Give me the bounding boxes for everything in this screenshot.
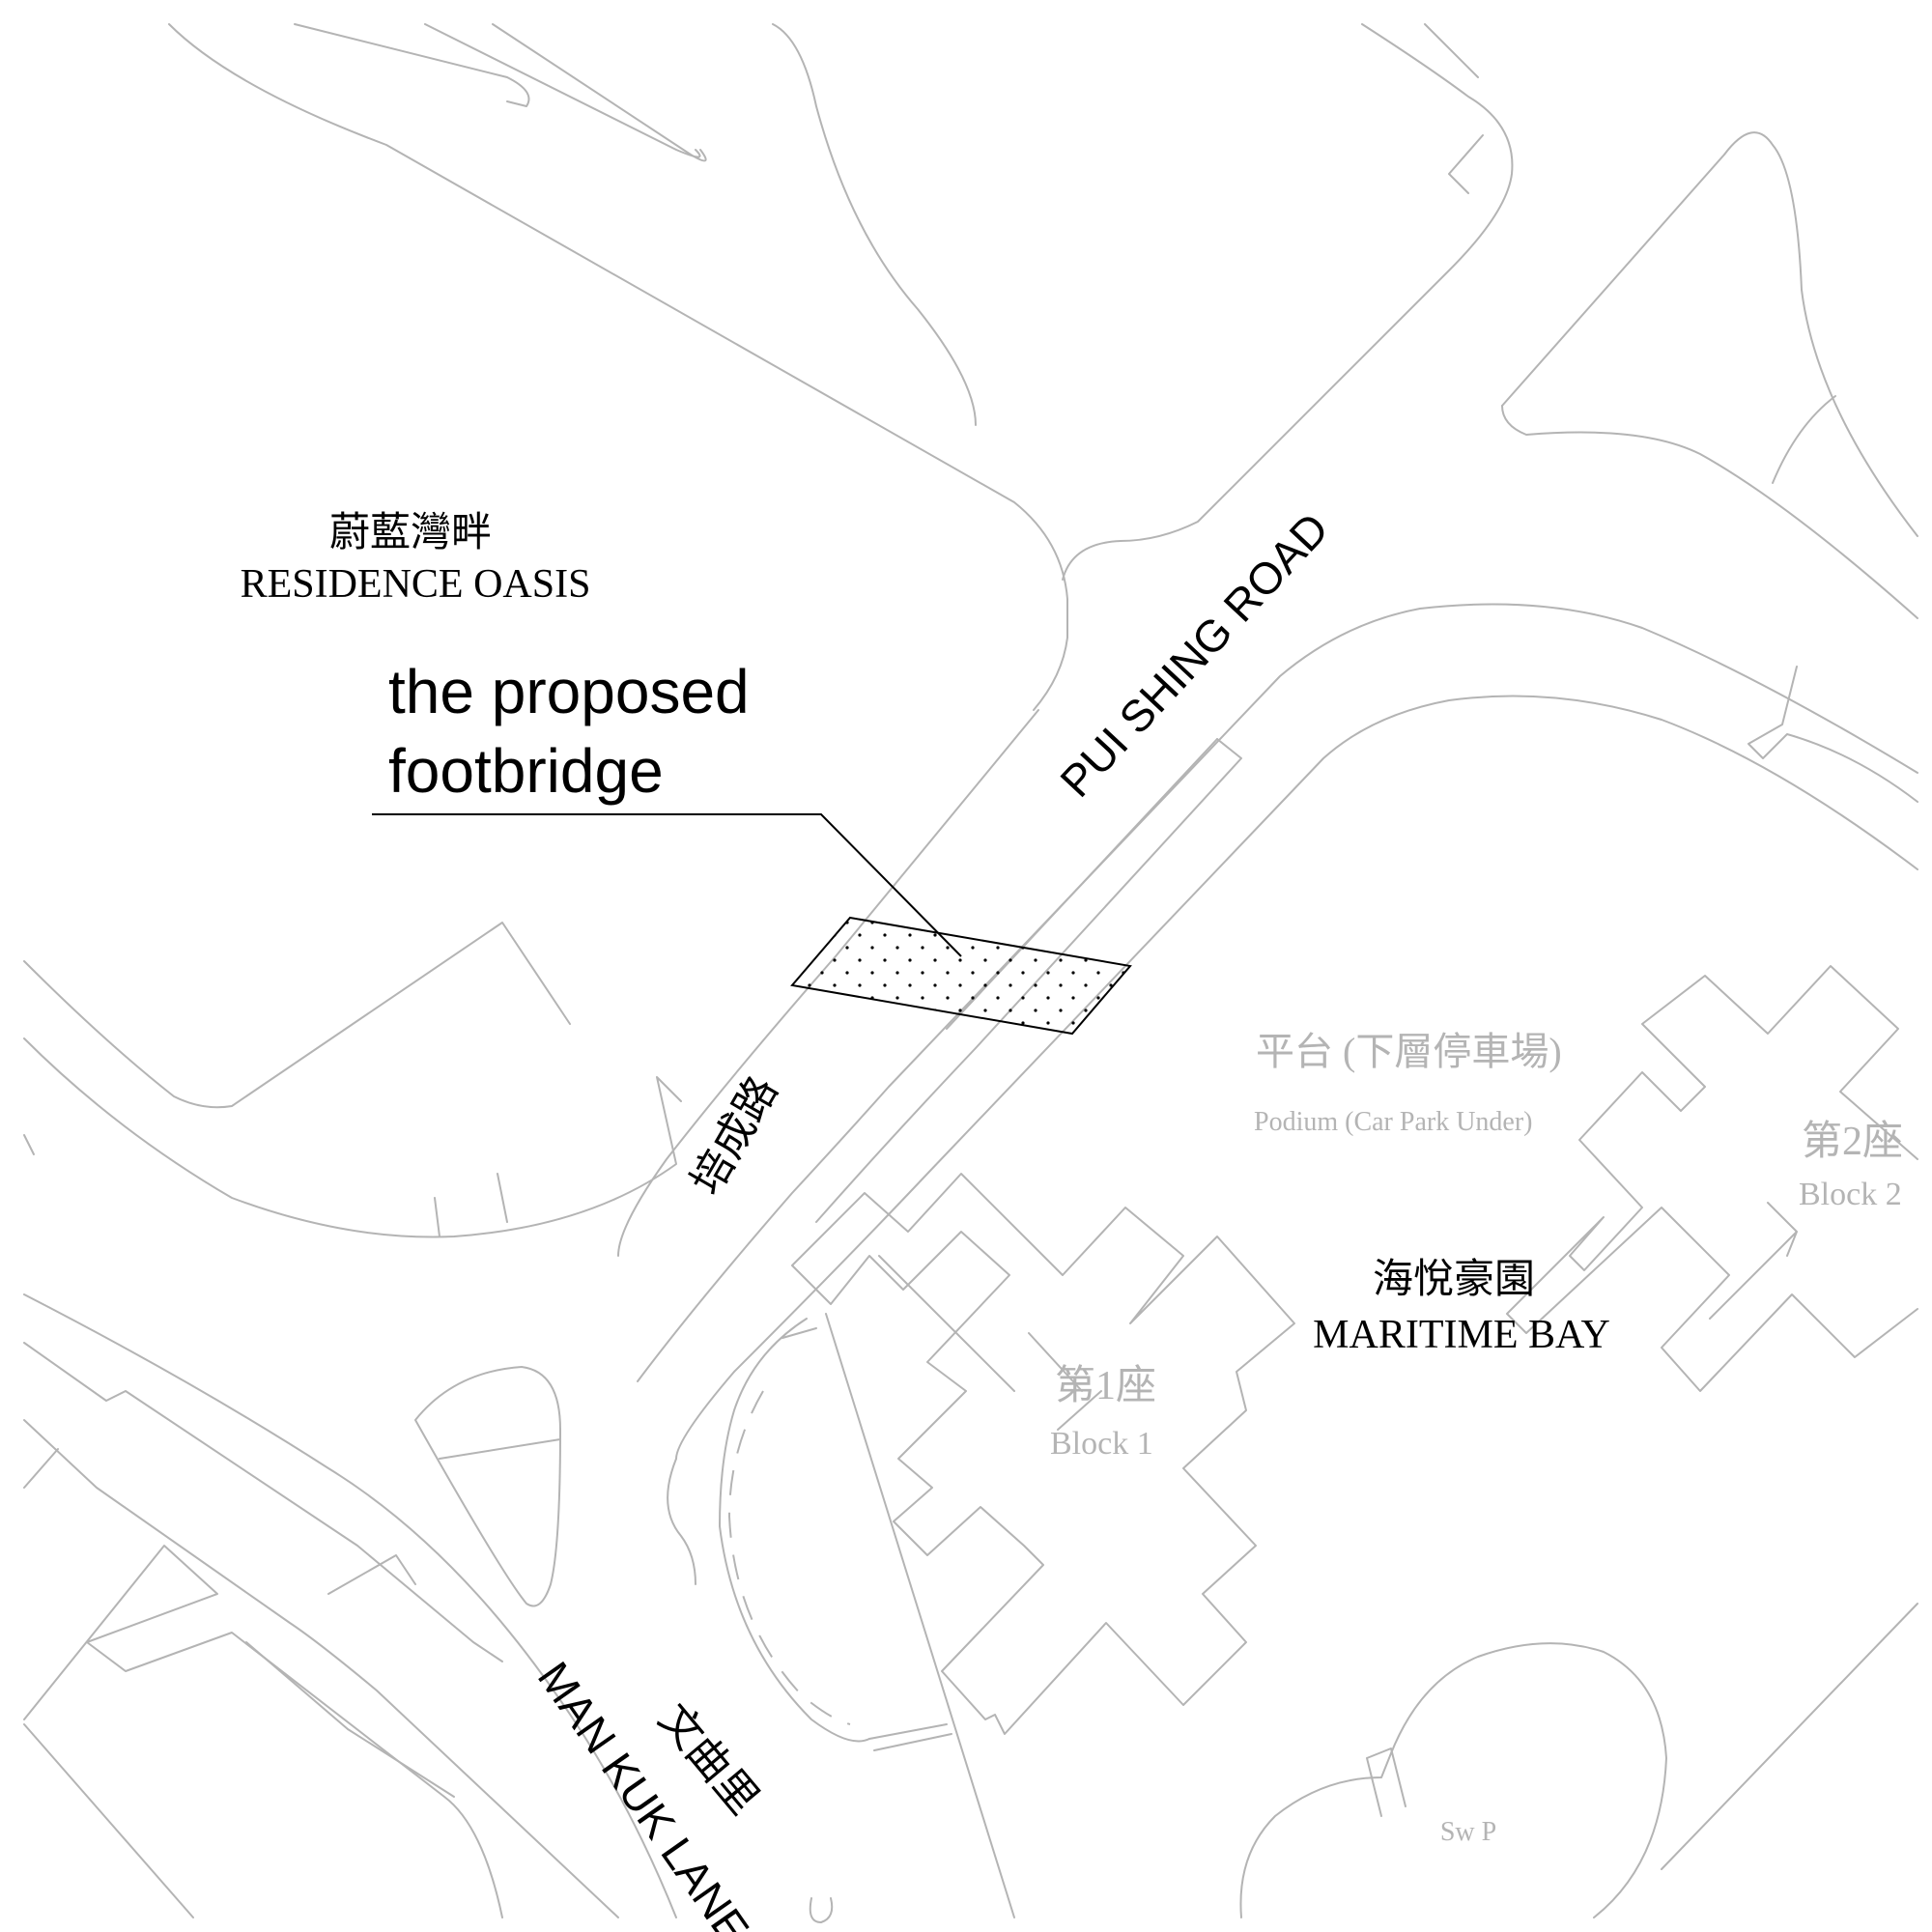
road-edge: [868, 1723, 952, 1751]
road-edge: [23, 1134, 35, 1155]
road-edge: [637, 603, 1918, 1382]
road-edge: [1661, 1603, 1918, 1870]
road-edge: [617, 709, 1039, 1257]
block-2-en-label: Block 2: [1799, 1177, 1902, 1212]
road-edge: [667, 1458, 696, 1585]
road-edge: [23, 1419, 619, 1918]
block-2-outline: [1506, 965, 1918, 1392]
road-edge: [168, 23, 1068, 711]
road-edge: [294, 23, 530, 107]
maritime-bay-en-label: MARITIME BAY: [1313, 1313, 1610, 1357]
leader-line: [372, 813, 962, 957]
road-edge: [1501, 405, 1918, 619]
podium-en-label: Podium (Car Park Under): [1254, 1107, 1533, 1137]
block-1-outline: [791, 1173, 1295, 1735]
road-edge: [23, 1723, 194, 1918]
maritime-bay-zh-label: 海悅豪園: [1373, 1258, 1535, 1302]
pui-shing-road-zh-label: 培成路: [682, 1068, 786, 1203]
road-edge: [825, 1313, 1015, 1918]
dashed-walkway: [727, 1390, 851, 1725]
road-edge: [23, 922, 571, 1109]
road-edge: [815, 738, 1242, 1223]
block-1-annex: [878, 1255, 1102, 1431]
road-edge: [772, 23, 977, 426]
proposed-footbridge[interactable]: [790, 916, 1132, 1036]
road-edge: [809, 1897, 834, 1923]
road-edge: [675, 695, 1918, 1460]
block-2-annex: [1709, 1202, 1798, 1320]
proposed-footbridge-label-line1: the proposed: [388, 657, 750, 726]
road-edge: [781, 1327, 817, 1339]
swimming-pool-outline: [1239, 1642, 1667, 1918]
road-edge: [492, 23, 707, 162]
road-edge: [23, 1342, 503, 1662]
traffic-island: [414, 1366, 561, 1607]
road-edge: [1747, 666, 1918, 803]
block-2-zh-label: 第2座: [1802, 1119, 1903, 1164]
proposed-footbridge-label-line2: footbridge: [388, 736, 664, 806]
road-edge: [245, 1554, 455, 1798]
residence-oasis-zh-label: 蔚藍灣畔: [329, 511, 492, 555]
pui-shing-road-label: PUI SHING ROAD: [1050, 503, 1338, 807]
swimming-pool-label: Sw P: [1440, 1817, 1496, 1847]
road-edge: [1062, 23, 1514, 581]
residence-oasis-en-label: RESIDENCE OASIS: [241, 562, 591, 607]
road-edge: [1424, 23, 1484, 194]
road-edge: [1772, 395, 1836, 484]
road-edge: [1501, 131, 1918, 537]
road-edge: [439, 1438, 561, 1460]
road-edge: [23, 1037, 682, 1238]
road-edge: [434, 1173, 508, 1237]
road-edge: [23, 1448, 503, 1918]
block-1-en-label: Block 1: [1050, 1426, 1153, 1462]
pool-steps: [1366, 1747, 1406, 1817]
block-1-zh-label: 第1座: [1055, 1363, 1156, 1408]
road-edge: [719, 1318, 870, 1743]
podium-zh-label: 平台 (下層停車場): [1256, 1030, 1562, 1073]
road-edge: [424, 23, 701, 158]
road-edge: [23, 1293, 677, 1918]
